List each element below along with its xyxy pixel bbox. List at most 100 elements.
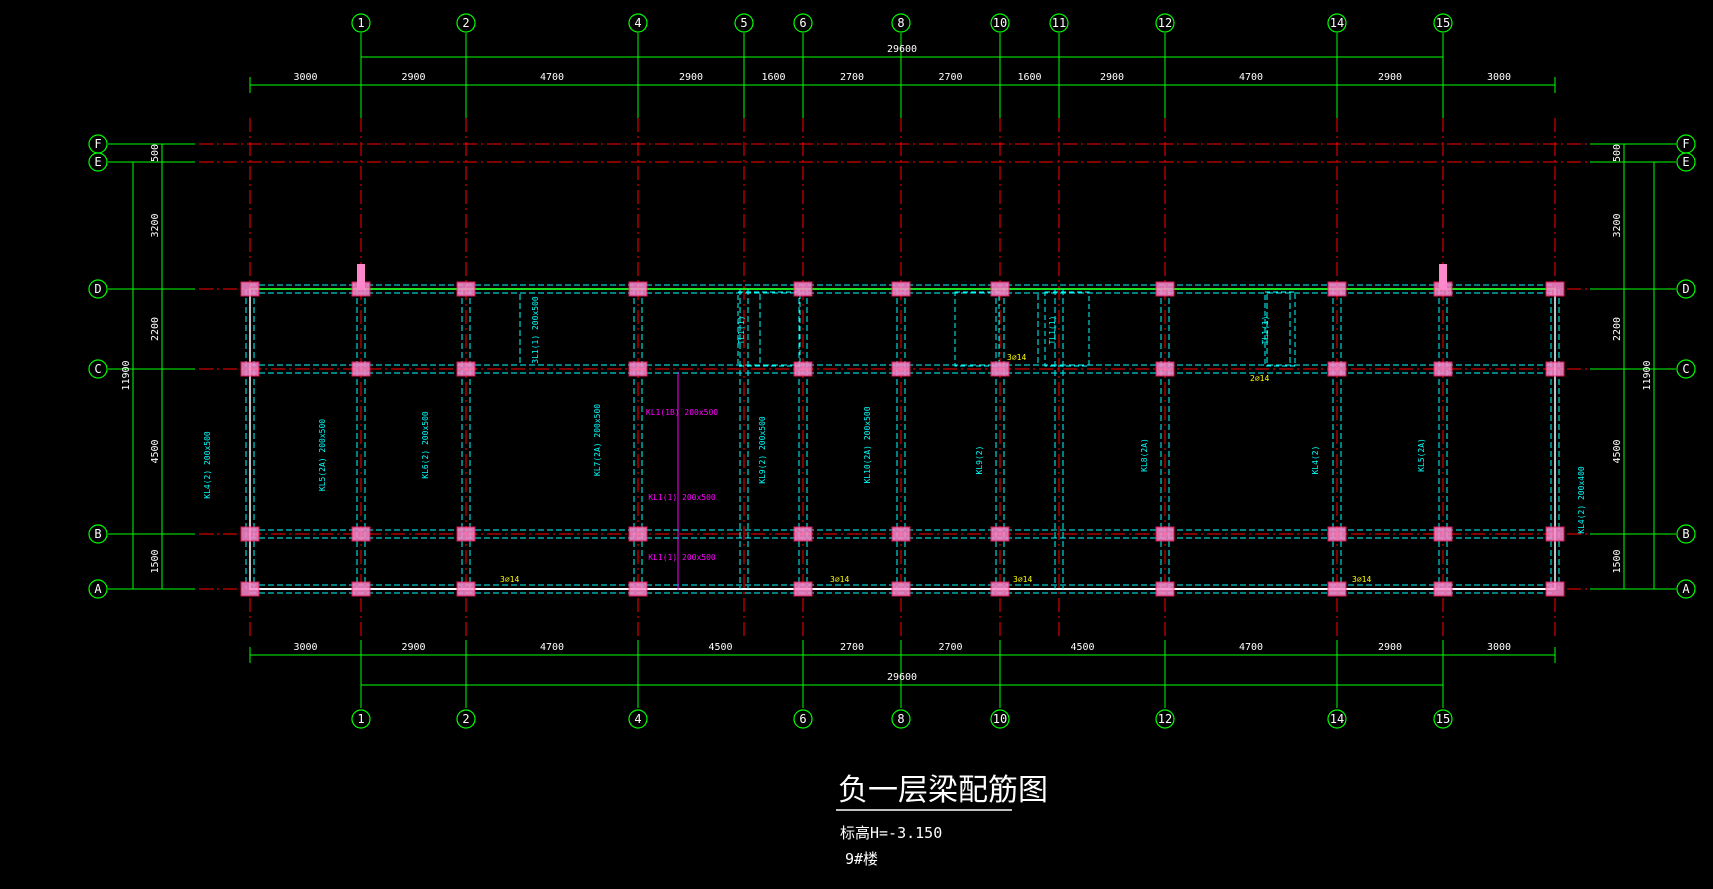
- beam-label: KL7(2A) 200x500: [593, 404, 602, 476]
- grid-bubble-bottom: 14: [1330, 712, 1344, 726]
- beam-label: KL9(2) 200x500: [758, 416, 767, 484]
- grid-bubble-top-circle: [891, 13, 911, 33]
- column-stub: [357, 264, 365, 290]
- grid-bubble-right-circle: [1676, 279, 1696, 299]
- dimension-value-top: 2900: [679, 72, 703, 83]
- column: [891, 526, 911, 542]
- rebar-note: 2⌀14: [1250, 374, 1269, 383]
- column: [990, 361, 1010, 377]
- grid-bubble-right: A: [1682, 582, 1690, 596]
- beam-label: KL10(2A) 200x500: [863, 406, 872, 483]
- grid-bubble-top: 10: [993, 16, 1007, 30]
- rebar-note: 3⌀14: [1352, 575, 1371, 584]
- column: [990, 581, 1010, 597]
- dimension-value-top: 1600: [761, 72, 785, 83]
- grid-bubble-right: E: [1682, 155, 1689, 169]
- beam-label: KL1(1) 200x500: [648, 553, 716, 562]
- column: [990, 281, 1010, 297]
- dimension-value-side: 1500: [150, 549, 161, 573]
- dimension-value-top: 1600: [1017, 72, 1041, 83]
- grid-bubble-top: 6: [799, 16, 806, 30]
- column: [1545, 526, 1565, 542]
- grid-bubble-top-circle: [1155, 13, 1175, 33]
- grid-bubble-bottom: 15: [1436, 712, 1450, 726]
- rebar-note: 3⌀14: [1007, 353, 1026, 362]
- grid-bubble-top: 8: [897, 16, 904, 30]
- dimension-total-side: 11900: [1642, 360, 1653, 390]
- grid-bubble-top: 1: [357, 16, 364, 30]
- beam-label: TL1(1): [737, 316, 746, 345]
- column: [628, 361, 648, 377]
- grid-bubble-top-circle: [793, 13, 813, 33]
- beam-label: KL4(2): [1311, 446, 1320, 475]
- grid-bubble-top: 14: [1330, 16, 1344, 30]
- grid-bubble-right-circle: [1676, 524, 1696, 544]
- grid-bubble-top-circle: [1433, 13, 1453, 33]
- dimension-value-bottom: 4500: [1070, 642, 1094, 653]
- grid-bubble-right: F: [1682, 137, 1689, 151]
- dimension-value-side: 3200: [1612, 213, 1623, 237]
- grid-bubble-left-circle: [88, 524, 108, 544]
- grid-bubble-top-circle: [351, 13, 371, 33]
- beam-label: TL1(1): [1048, 316, 1057, 345]
- dimension-value-bottom: 2900: [1378, 642, 1402, 653]
- dimension-value-top: 2700: [938, 72, 962, 83]
- dimension-value-bottom: 4700: [1239, 642, 1263, 653]
- grid-bubble-left: F: [94, 137, 101, 151]
- dimension-value-bottom: 2700: [840, 642, 864, 653]
- beam-label: KL6(2) 200x500: [421, 411, 430, 479]
- columns: [240, 264, 1565, 597]
- stair-outline: [1264, 291, 1296, 367]
- grid-bubble-left-circle: [88, 359, 108, 379]
- dimension-total-bottom: 29600: [887, 672, 917, 683]
- grid-bubble-left-circle: [88, 279, 108, 299]
- grid-bubble-left: A: [94, 582, 102, 596]
- grid-bubble-top-circle: [1327, 13, 1347, 33]
- grid-bubble-bottom: 8: [897, 712, 904, 726]
- dimension-value-bottom: 2900: [401, 642, 425, 653]
- column: [628, 581, 648, 597]
- column: [351, 581, 371, 597]
- column: [1155, 281, 1175, 297]
- grid-bubble-top-circle: [1049, 13, 1069, 33]
- grid-bubble-top: 15: [1436, 16, 1450, 30]
- column: [891, 281, 911, 297]
- grid-bubble-right: D: [1682, 282, 1689, 296]
- column: [456, 281, 476, 297]
- grid-bubble-bottom: 10: [993, 712, 1007, 726]
- grid-bubble-right: B: [1682, 527, 1689, 541]
- dimension-value-side: 4500: [1612, 439, 1623, 463]
- beam-label: KL1(1B) 200x500: [646, 408, 718, 417]
- rebar-note: 3⌀14: [1013, 575, 1032, 584]
- dimension-value-top: 4700: [1239, 72, 1263, 83]
- grid-bubble-top: 5: [740, 16, 747, 30]
- column: [240, 361, 260, 377]
- grid-bubble-bottom-circle: [456, 709, 476, 729]
- grid-bubble-left: D: [94, 282, 101, 296]
- column: [1155, 361, 1175, 377]
- column: [990, 526, 1010, 542]
- beam-label: KL4(2) 200x500: [203, 431, 212, 499]
- column: [1327, 361, 1347, 377]
- dimension-value-top: 4700: [540, 72, 564, 83]
- grid-bubble-bottom: 12: [1158, 712, 1172, 726]
- grid-bubble-top-circle: [990, 13, 1010, 33]
- column: [1327, 581, 1347, 597]
- grid-bubble-bottom-circle: [990, 709, 1010, 729]
- column: [1545, 581, 1565, 597]
- column: [628, 526, 648, 542]
- building-outline: [249, 288, 1556, 590]
- column: [1433, 361, 1453, 377]
- beam-label: KL4(2) 200x400: [1577, 466, 1586, 534]
- column: [1545, 361, 1565, 377]
- column: [891, 581, 911, 597]
- dimension-value-bottom: 2700: [938, 642, 962, 653]
- grid-bubble-right: C: [1682, 362, 1689, 376]
- column: [456, 581, 476, 597]
- dimension-value-bottom: 3000: [293, 642, 317, 653]
- beam-labels: KL4(2) 200x500 KL5(2A) 200x500 KL6(2) 200x…: [203, 296, 1586, 584]
- grid-bubble-left-circle: [88, 579, 108, 599]
- beam-label: KL5(2A) 200x500: [318, 419, 327, 491]
- column: [793, 281, 813, 297]
